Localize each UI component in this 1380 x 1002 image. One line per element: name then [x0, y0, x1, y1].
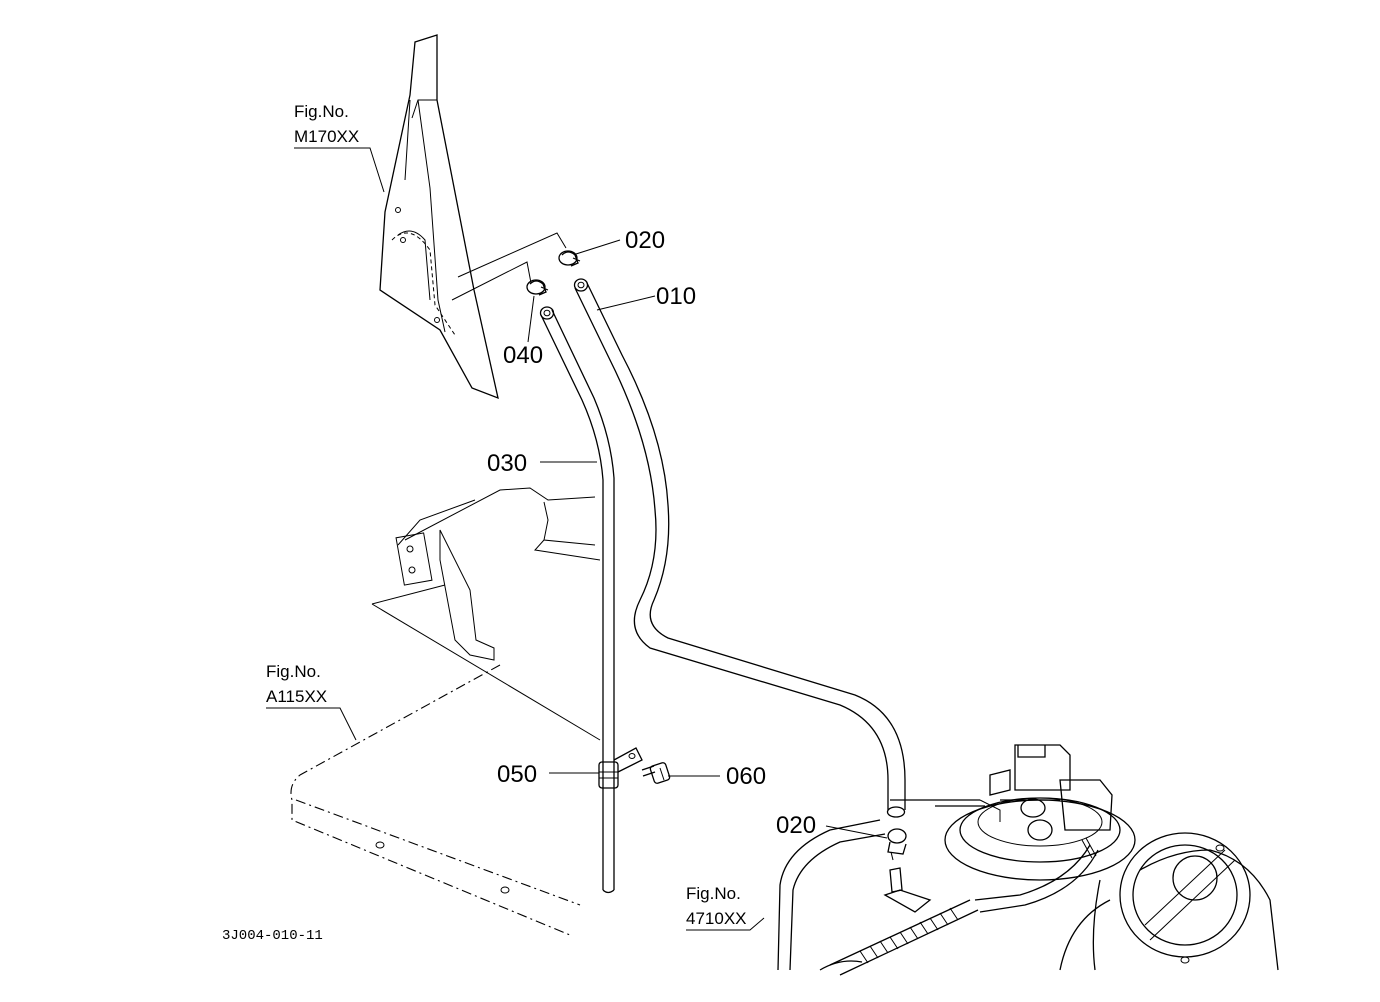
drawing-code: 3J004-010-11 — [222, 928, 323, 944]
label-020-top: 020 — [625, 227, 665, 254]
bolt-060 — [641, 762, 671, 784]
clamp-020-bottom — [887, 828, 907, 861]
fig-m170-line1: Fig.No. — [294, 102, 349, 121]
clamp-050 — [598, 747, 643, 789]
tube-030 — [539, 306, 615, 894]
label-010: 010 — [656, 283, 696, 310]
clamp-020-top — [558, 250, 581, 267]
fig-a115-line2: A115XX — [266, 687, 327, 706]
clamp-040 — [526, 279, 549, 296]
label-060: 060 — [726, 763, 766, 790]
label-030: 030 — [487, 450, 527, 477]
fig-4710-line2: 4710XX — [686, 909, 747, 928]
fig-4710-line1: Fig.No. — [686, 884, 741, 903]
fuel-tank — [777, 744, 1279, 976]
lower-panel — [290, 664, 581, 936]
fig-a115-line1: Fig.No. — [266, 662, 321, 681]
label-050: 050 — [497, 761, 537, 788]
leader-lines — [266, 147, 888, 931]
frame-bracket — [371, 487, 601, 741]
fig-m170-line2: M170XX — [294, 127, 359, 146]
upper-plate — [379, 34, 499, 400]
label-020-bottom: 020 — [776, 812, 816, 839]
label-040: 040 — [503, 342, 543, 369]
tube-010 — [573, 278, 906, 818]
